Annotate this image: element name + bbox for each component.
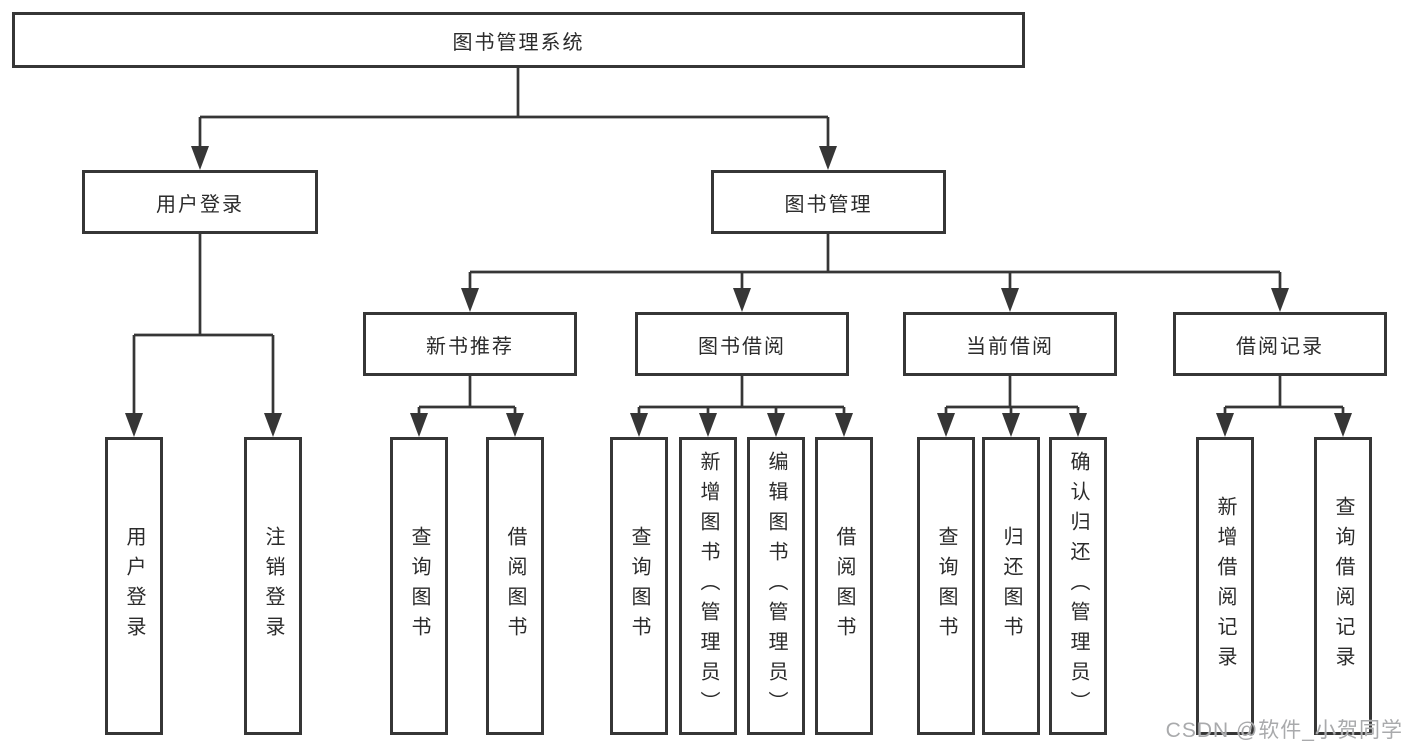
- leaf-borrowing-add-books-admin: 新增图书（管理员）: [679, 437, 737, 735]
- leaf-borrowing-query-books-label: 查询图书: [628, 526, 650, 646]
- leaf-user-login: 用户登录: [105, 437, 163, 735]
- leaf-records-add-record: 新增借阅记录: [1196, 437, 1254, 735]
- leaf-borrowing-edit-books-admin: 编辑图书（管理员）: [747, 437, 805, 735]
- leaf-current-confirm-return-admin: 确认归还（管理员）: [1049, 437, 1107, 735]
- leaf-borrowing-edit-books-admin-label: 编辑图书（管理员）: [765, 451, 787, 721]
- leaf-current-return-books-label: 归还图书: [1000, 526, 1022, 646]
- leaf-user-login-label: 用户登录: [123, 526, 145, 646]
- leaf-borrowing-borrow-books-label: 借阅图书: [833, 526, 855, 646]
- leaf-recommend-query-books-label: 查询图书: [408, 526, 430, 646]
- leaf-borrowing-borrow-books: 借阅图书: [815, 437, 873, 735]
- leaf-current-confirm-return-admin-label: 确认归还（管理员）: [1067, 451, 1089, 721]
- node-book-borrowing: 图书借阅: [635, 312, 849, 376]
- node-user-login: 用户登录: [82, 170, 318, 234]
- leaf-records-query-record: 查询借阅记录: [1314, 437, 1372, 735]
- node-new-book-recommend: 新书推荐: [363, 312, 577, 376]
- leaf-current-query-books: 查询图书: [917, 437, 975, 735]
- node-borrowing-records: 借阅记录: [1173, 312, 1387, 376]
- leaf-recommend-borrow-books-label: 借阅图书: [504, 526, 526, 646]
- leaf-records-add-record-label: 新增借阅记录: [1214, 496, 1236, 676]
- leaf-borrowing-query-books: 查询图书: [610, 437, 668, 735]
- node-book-management: 图书管理: [711, 170, 946, 234]
- leaf-current-query-books-label: 查询图书: [935, 526, 957, 646]
- node-current-borrowing: 当前借阅: [903, 312, 1117, 376]
- leaf-records-query-record-label: 查询借阅记录: [1332, 496, 1354, 676]
- leaf-logout-label: 注销登录: [262, 526, 284, 646]
- leaf-logout: 注销登录: [244, 437, 302, 735]
- leaf-recommend-borrow-books: 借阅图书: [486, 437, 544, 735]
- leaf-borrowing-add-books-admin-label: 新增图书（管理员）: [697, 451, 719, 721]
- leaf-recommend-query-books: 查询图书: [390, 437, 448, 735]
- leaf-current-return-books: 归还图书: [982, 437, 1040, 735]
- node-library-system-root: 图书管理系统: [12, 12, 1025, 68]
- csdn-watermark: CSDN @软件_小贺同学: [1165, 719, 1403, 742]
